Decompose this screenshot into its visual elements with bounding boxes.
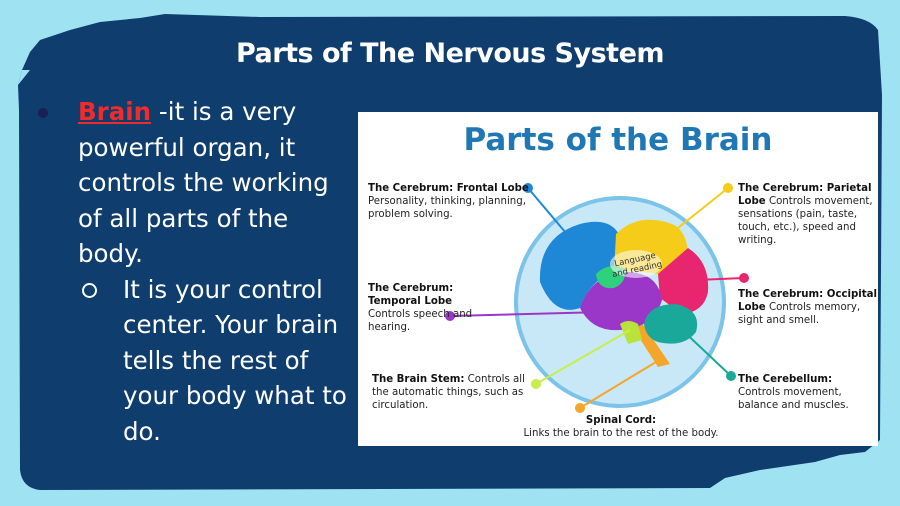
temporal-lobe-shape: [580, 271, 662, 331]
brainstem-dot: [531, 379, 541, 389]
cerebellum-shape: [644, 304, 698, 344]
cerebellum-connector: [677, 325, 732, 377]
label-parietal-lobe: The Cerebrum: Parietal Lobe Controls mov…: [738, 183, 873, 246]
bullet-list: Brain -it is a very powerful organ, it c…: [30, 94, 360, 449]
frontal-connector: [527, 187, 583, 253]
occipital-dot: [739, 273, 749, 283]
label-occipital-lobe: The Cerebrum: Occipital Lobe Controls me…: [738, 289, 878, 326]
brain-diagram-image: Parts of the Brain Language and reading: [358, 112, 878, 446]
sub-bullet-circle: [82, 282, 97, 298]
spinal-connector: [579, 361, 657, 409]
frontal-lobe-shape: [539, 221, 620, 310]
language-bubble: [610, 250, 662, 278]
parietal-dot: [723, 183, 733, 193]
cerebellum-dot: [726, 371, 736, 381]
parietal-connector: [657, 187, 729, 245]
bullet-item-control-center: It is your control center. Your brain te…: [30, 272, 360, 450]
frontal-dot: [523, 183, 533, 193]
occipital-lobe-shape: [658, 248, 709, 314]
slide-title: Parts of The Nervous System: [235, 38, 665, 69]
bullet-text: -it is a very powerful organ, it control…: [78, 97, 329, 268]
bullet-item-brain: Brain -it is a very powerful organ, it c…: [30, 94, 360, 272]
label-cerebellum: The Cerebellum: Controls movement, balan…: [738, 374, 849, 411]
bullet-dot: [38, 108, 48, 118]
label-spinal-cord: Spinal Cord:Links the brain to the rest …: [523, 415, 719, 439]
sub-bullet-text: It is your control center. Your brain te…: [123, 274, 347, 446]
temporal-connector: [449, 311, 605, 317]
keyword-brain: Brain: [78, 97, 152, 126]
occipital-connector: [695, 277, 745, 281]
spinal-dot: [575, 403, 585, 413]
temporal-dot: [445, 311, 455, 321]
brainstem-connector: [535, 329, 631, 385]
diagram-title: Parts of the Brain: [463, 122, 773, 158]
brain-illustration: Language and reading: [445, 183, 749, 413]
brain-stem-shape: [620, 321, 642, 344]
top-chip: [18, 70, 30, 85]
label-brain-stem: The Brain Stem: Controls all the automat…: [372, 374, 525, 411]
